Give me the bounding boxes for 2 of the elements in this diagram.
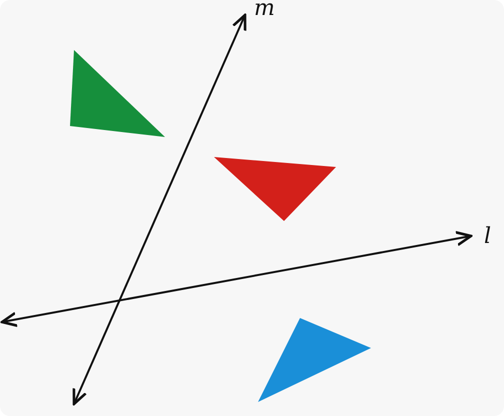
line-label: m <box>254 0 275 20</box>
line-label: l <box>484 226 492 248</box>
